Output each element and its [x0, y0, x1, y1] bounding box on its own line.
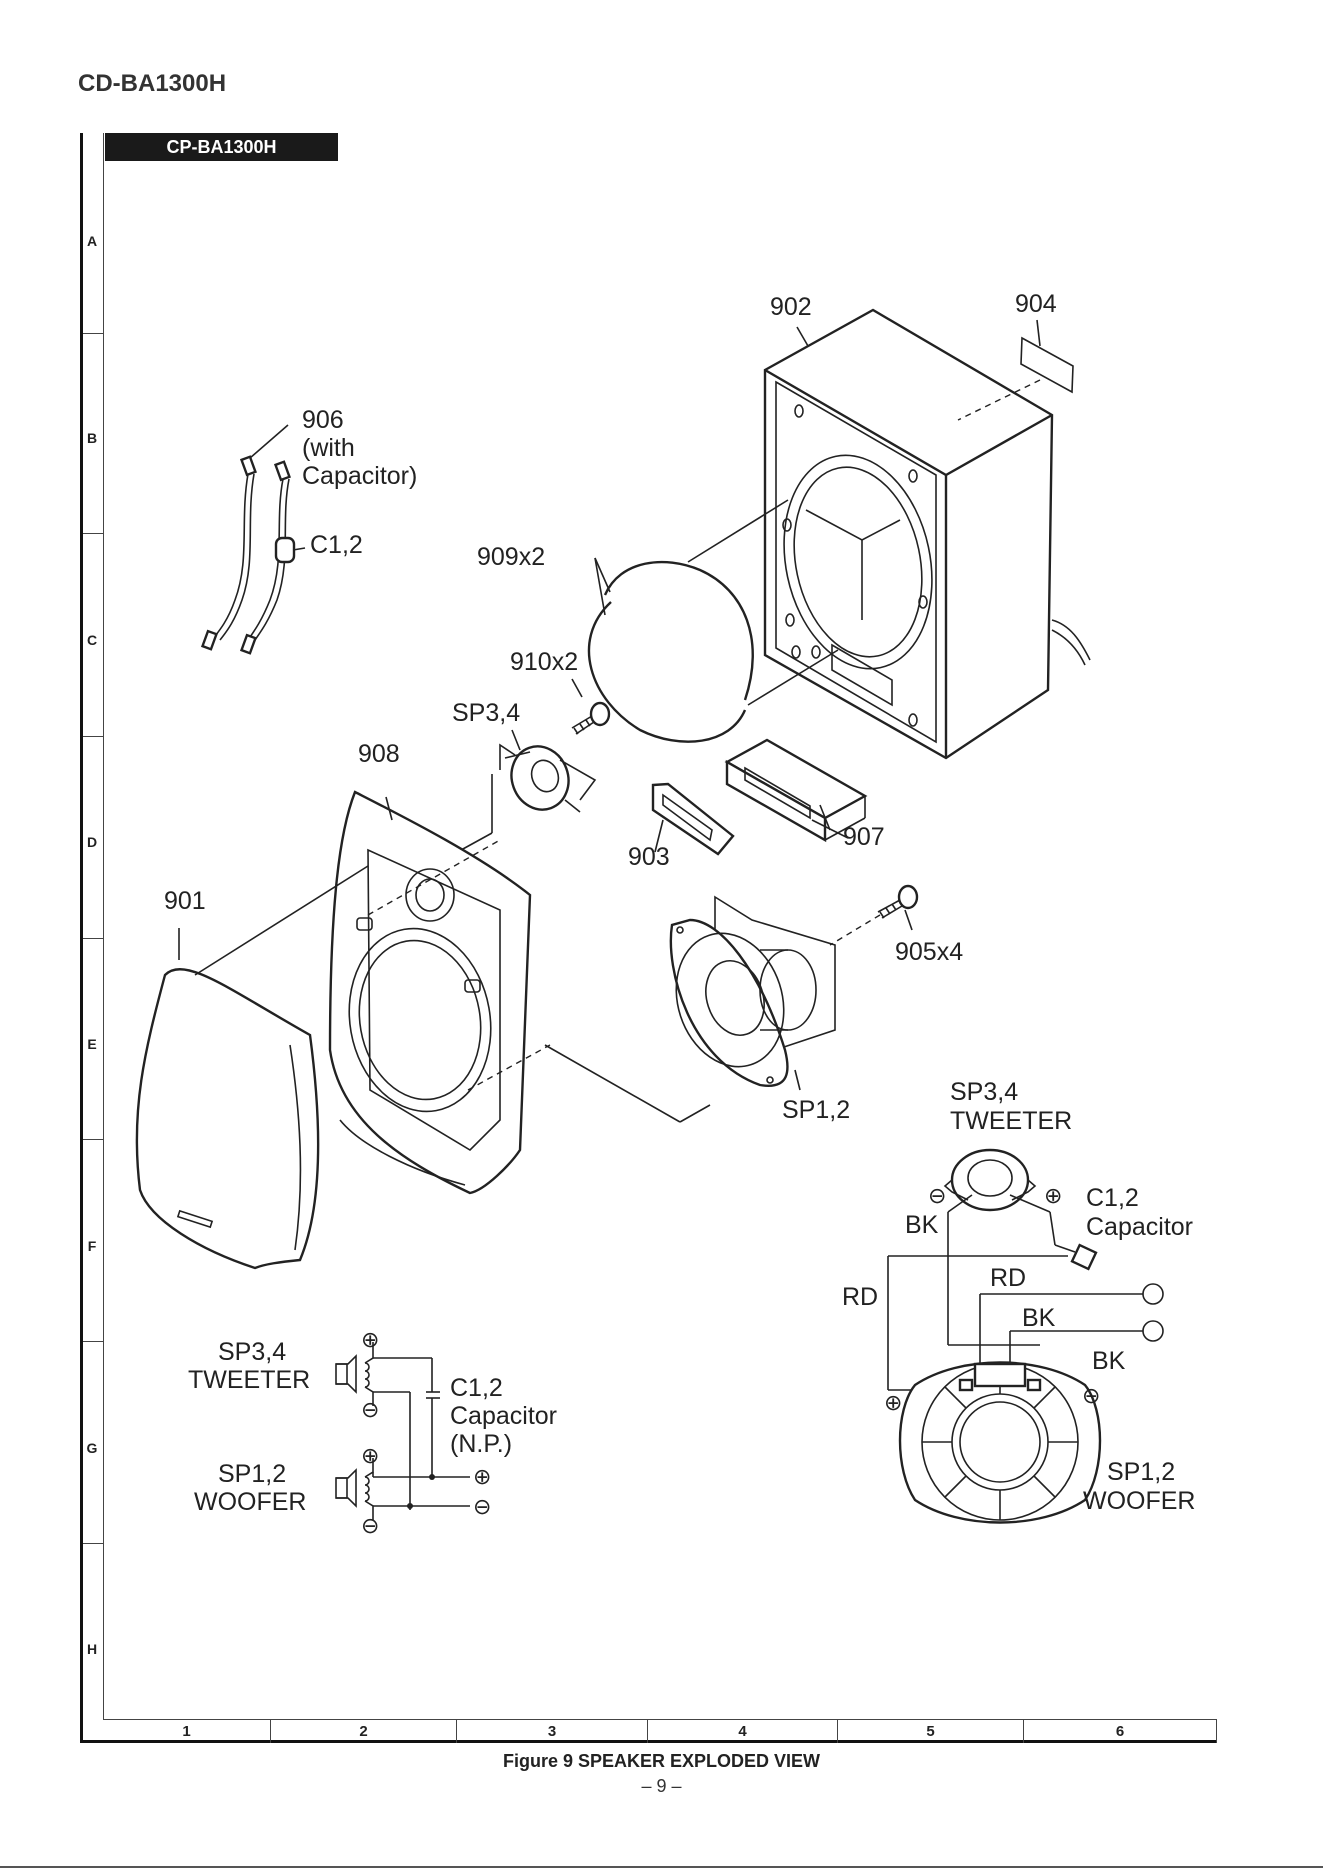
wiring-woofer-name: WOOFER [1083, 1487, 1196, 1515]
figure-caption: Figure 9 SPEAKER EXPLODED VIEW [0, 1751, 1323, 1772]
wiring-tweeter-minus: ⊖ [928, 1183, 946, 1208]
wiring-tweeter-name: TWEETER [950, 1107, 1072, 1135]
wiring-woofer-id: SP1,2 [1107, 1458, 1175, 1486]
wiring-woofer-plus: ⊕ [884, 1390, 902, 1415]
wire-color-bk: BK [1022, 1304, 1056, 1332]
wiring-cap-id: C1,2 [1086, 1184, 1139, 1212]
wire-color-rd: RD [990, 1264, 1026, 1292]
wiring-cap-name: Capacitor [1086, 1213, 1193, 1241]
wiring-tweeter-id: SP3,4 [950, 1078, 1018, 1106]
page-number: – 9 – [0, 1776, 1323, 1797]
wiring-tweeter-plus: ⊕ [1044, 1183, 1062, 1208]
wire-color-bk: BK [905, 1211, 939, 1239]
wire-color-rd: RD [842, 1283, 878, 1311]
wire-color-bk: BK [1092, 1347, 1126, 1375]
page-bottom-rule [0, 1866, 1323, 1868]
wiring-woofer-minus: ⊖ [1082, 1383, 1100, 1408]
